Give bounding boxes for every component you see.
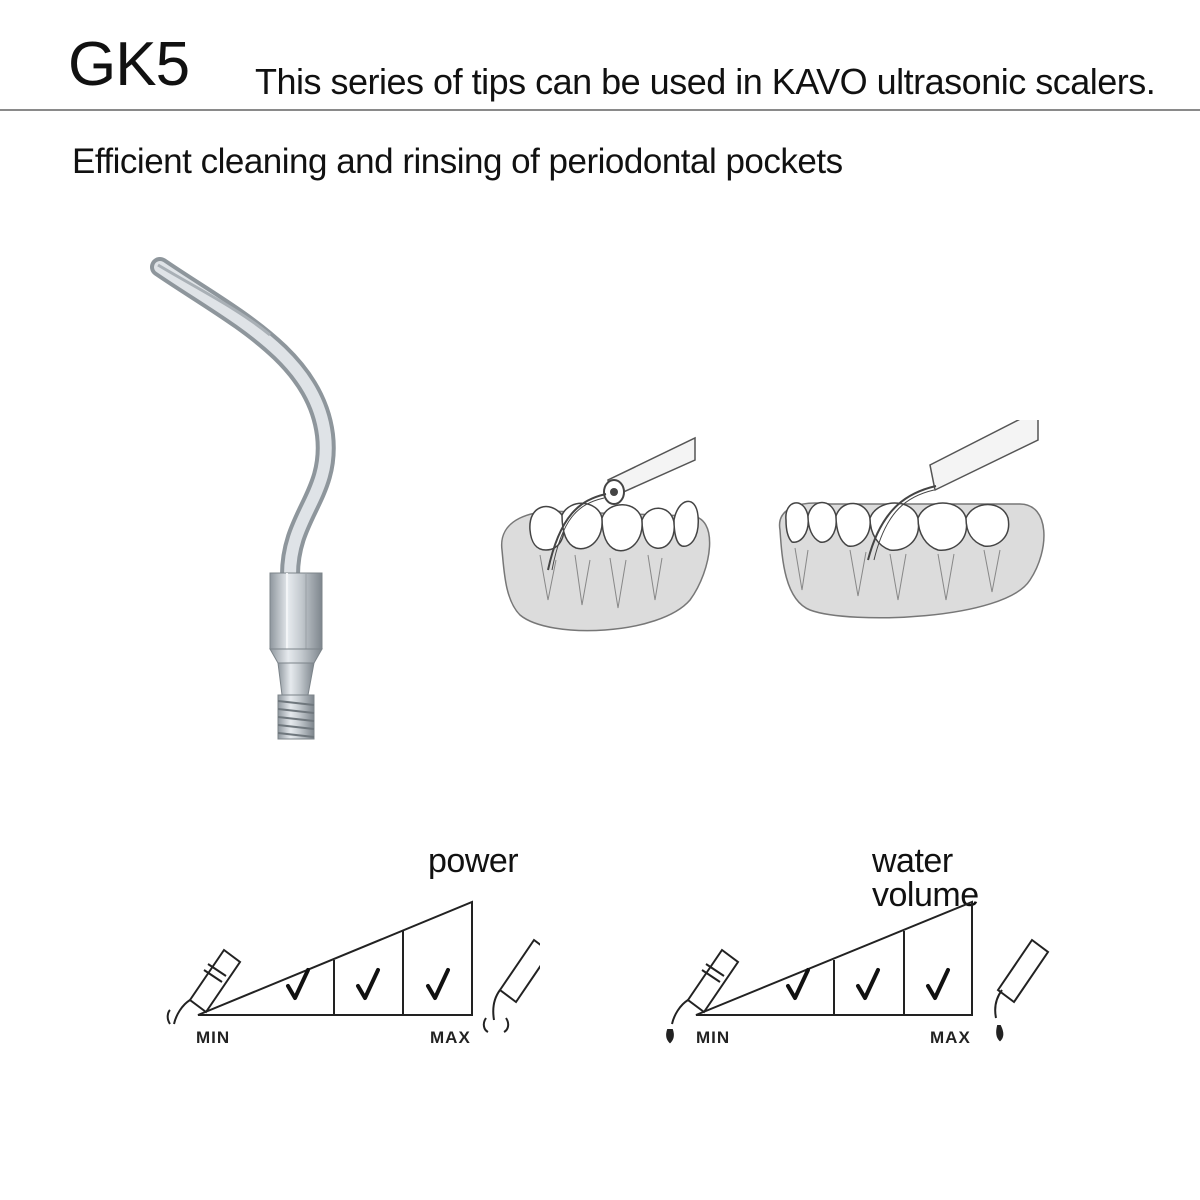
- water-scale-graphic: [666, 900, 1050, 1044]
- vibration-icon: [482, 938, 540, 1033]
- max-label: MAX: [930, 1028, 971, 1047]
- power-scale-graphic: [166, 900, 540, 1033]
- scaler-tip-icon: [150, 257, 336, 740]
- water-drop-icon: [994, 938, 1050, 1042]
- header: GK5 This series of tips can be used in K…: [0, 0, 1200, 112]
- level-check-1: [786, 968, 810, 1000]
- level-check-3: [426, 968, 450, 1000]
- level-check-3: [926, 968, 950, 1000]
- model-title: GK5: [68, 30, 190, 99]
- power-meter: power MIN MAX: [160, 840, 540, 1060]
- level-check-2: [856, 968, 880, 1000]
- teeth-cleaning-icon: [501, 408, 1045, 632]
- water-volume-meter: water volume MIN MAX: [660, 840, 1060, 1060]
- level-check-2: [356, 968, 380, 1000]
- min-label: MIN: [196, 1028, 231, 1047]
- scaler-handpiece-icon: [166, 948, 242, 1025]
- meter-label: power: [428, 842, 519, 880]
- scaler-tip-image: [140, 255, 380, 760]
- subtitle: Efficient cleaning and rinsing of period…: [72, 142, 843, 181]
- level-check-1: [286, 968, 310, 1000]
- usage-illustration: [490, 408, 1070, 655]
- header-divider: [0, 109, 1200, 111]
- scaler-handpiece-icon: [666, 948, 740, 1044]
- min-label: MIN: [696, 1028, 731, 1047]
- max-label: MAX: [430, 1028, 471, 1047]
- compatibility-note: This series of tips can be used in KAVO …: [255, 61, 1156, 102]
